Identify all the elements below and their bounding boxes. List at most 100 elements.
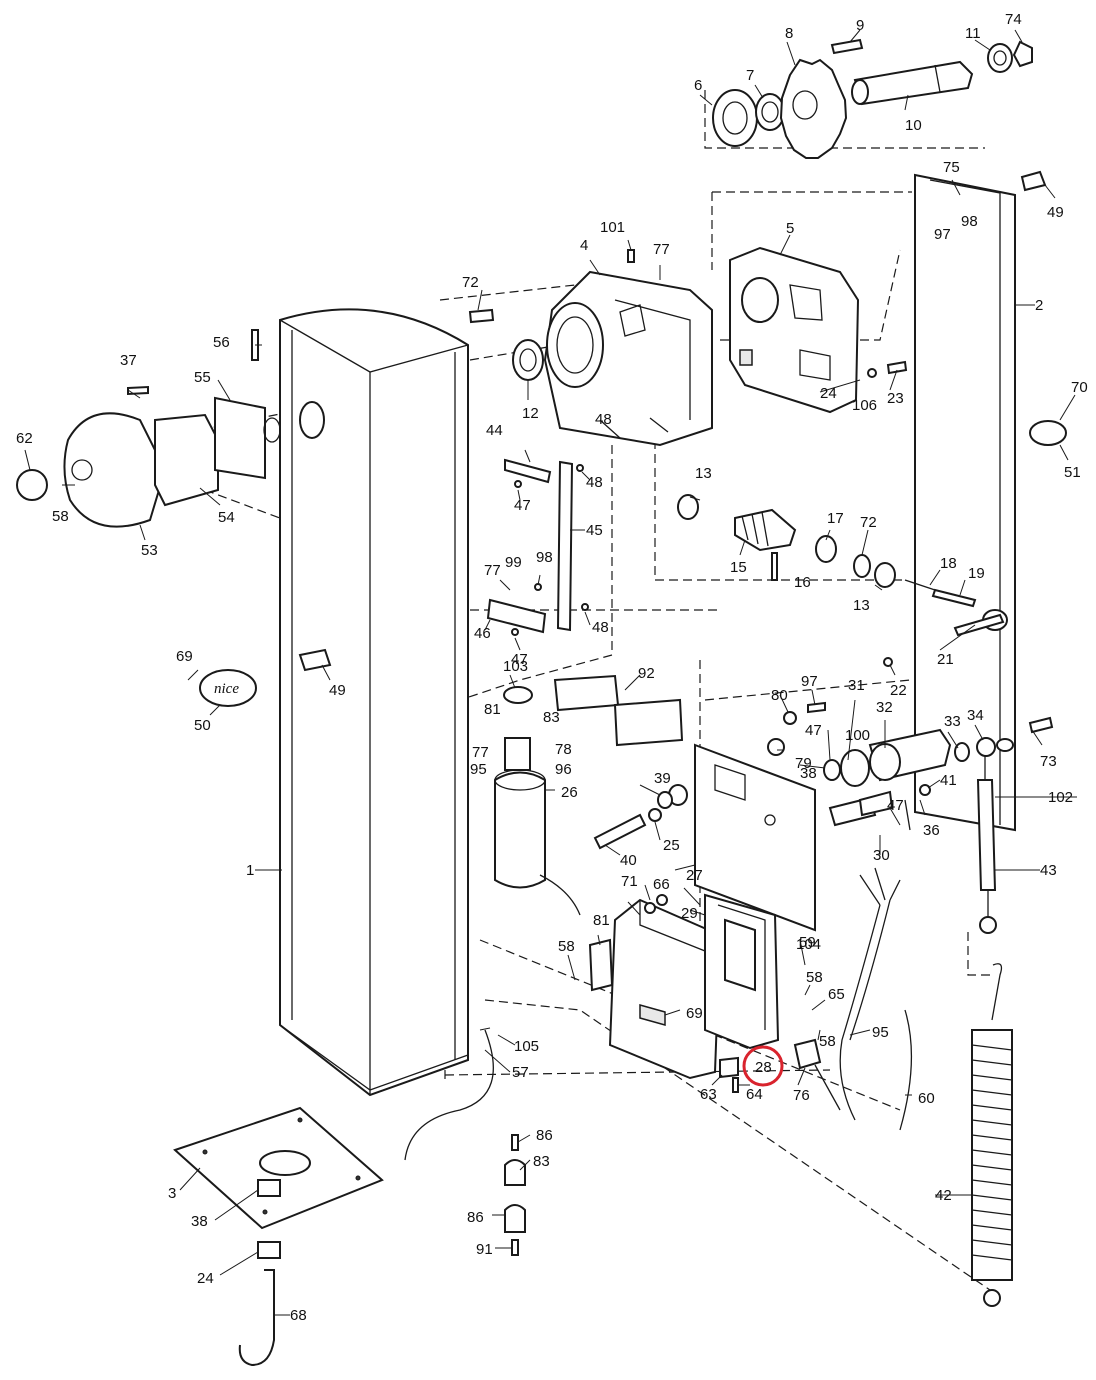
part-label-45: 45 [586, 522, 603, 539]
part-4-gearbox-housing [468, 249, 713, 447]
part-label-43: 43 [1040, 862, 1057, 879]
part-label-51: 51 [1064, 464, 1081, 481]
part-label-86: 86 [467, 1209, 484, 1226]
part-label-48: 48 [592, 619, 609, 636]
part-label-99: 99 [505, 554, 522, 571]
part-label-30: 30 [873, 847, 890, 864]
part-label-98: 98 [536, 549, 553, 566]
part-label-9: 9 [856, 17, 864, 34]
part-label-92: 92 [638, 665, 655, 682]
limit-switch-assembly [767, 701, 1054, 831]
part-label-76: 76 [793, 1087, 810, 1104]
part-label-48: 48 [586, 474, 603, 491]
part-label-38: 38 [800, 765, 817, 782]
part-label-77: 77 [484, 562, 501, 579]
part-3-base-plate [173, 1106, 384, 1230]
part-label-49: 49 [1047, 204, 1064, 221]
part-label-15: 15 [730, 559, 747, 576]
part-label-47: 47 [887, 797, 904, 814]
bolts-39-40 [593, 784, 688, 850]
part-label-71: 71 [621, 873, 638, 890]
part-label-13: 13 [853, 597, 870, 614]
part-label-63: 63 [700, 1086, 717, 1103]
part-label-97: 97 [801, 673, 818, 690]
part-label-38: 38 [191, 1213, 208, 1230]
part-label-53: 53 [141, 542, 158, 559]
part-label-81: 81 [484, 701, 501, 718]
wiring [404, 867, 913, 1161]
part-label-33: 33 [944, 713, 961, 730]
part-label-91: 91 [476, 1241, 493, 1258]
part-label-18: 18 [940, 555, 957, 572]
part-label-17: 17 [827, 510, 844, 527]
part-label-62: 62 [16, 430, 33, 447]
part-label-97: 97 [934, 226, 951, 243]
part-label-7: 7 [746, 67, 754, 84]
part-label-6: 6 [694, 77, 702, 94]
part-label-100: 100 [845, 727, 870, 744]
crank-assembly [16, 329, 281, 528]
plates: nice [199, 170, 1067, 707]
part-label-1: 1 [246, 862, 254, 879]
part-label-49: 49 [329, 682, 346, 699]
part-label-79: 79 [795, 755, 812, 772]
part-label-24: 24 [197, 1270, 214, 1287]
part-label-16: 16 [794, 574, 811, 591]
part-label-105: 105 [514, 1038, 539, 1055]
part-label-64: 64 [746, 1086, 763, 1103]
part-label-3: 3 [168, 1185, 176, 1202]
small-parts-80 [588, 938, 822, 1093]
part-label-81: 81 [593, 912, 610, 929]
part-label-5: 5 [786, 220, 794, 237]
part-label-22: 22 [890, 682, 907, 699]
part-label-23: 23 [887, 390, 904, 407]
part-label-47: 47 [511, 651, 528, 668]
part-label-27: 27 [686, 867, 703, 884]
part-label-78: 78 [555, 741, 572, 758]
part-label-60: 60 [918, 1090, 935, 1107]
part-label-56: 56 [213, 334, 230, 351]
part-label-98: 98 [961, 213, 978, 230]
part-label-2: 2 [1035, 297, 1043, 314]
part-label-8: 8 [785, 25, 793, 42]
leader-lines [24, 29, 1077, 1316]
part-label-69: 69 [686, 1005, 703, 1022]
part-label-86: 86 [536, 1127, 553, 1144]
part-1-column [279, 308, 469, 1097]
part-label-104: 104 [796, 936, 821, 953]
part-label-59: 59 [799, 934, 816, 951]
part-label-47: 47 [514, 497, 531, 514]
part-27-control-box [608, 893, 780, 1080]
part-label-21: 21 [937, 651, 954, 668]
part-91-relays [553, 674, 684, 747]
part-label-26: 26 [561, 784, 578, 801]
part-label-72: 72 [462, 274, 479, 291]
part-label-77: 77 [653, 241, 670, 258]
worm-drive [677, 494, 1005, 667]
part-label-25: 25 [663, 837, 680, 854]
part-label-36: 36 [923, 822, 940, 839]
part-label-37: 37 [120, 352, 137, 369]
part-label-103: 103 [503, 658, 528, 675]
part-26-circuit-board [694, 743, 816, 932]
part-label-12: 12 [522, 405, 539, 422]
part-label-68: 68 [290, 1307, 307, 1324]
part-label-58: 58 [806, 969, 823, 986]
part-label-66: 66 [653, 876, 670, 893]
part-label-4: 4 [580, 237, 588, 254]
part-label-75: 75 [943, 159, 960, 176]
part-label-72: 72 [860, 514, 877, 531]
part-label-34: 34 [967, 707, 984, 724]
part-label-58: 58 [558, 938, 575, 955]
part-label-55: 55 [194, 369, 211, 386]
turnbuckle-and-spring [971, 755, 1013, 1307]
part-label-102: 102 [1048, 789, 1073, 806]
part-label-70: 70 [1071, 379, 1088, 396]
part-label-96: 96 [555, 761, 572, 778]
part-label-50: 50 [194, 717, 211, 734]
part-label-57: 57 [512, 1064, 529, 1081]
part-label-13: 13 [695, 465, 712, 482]
